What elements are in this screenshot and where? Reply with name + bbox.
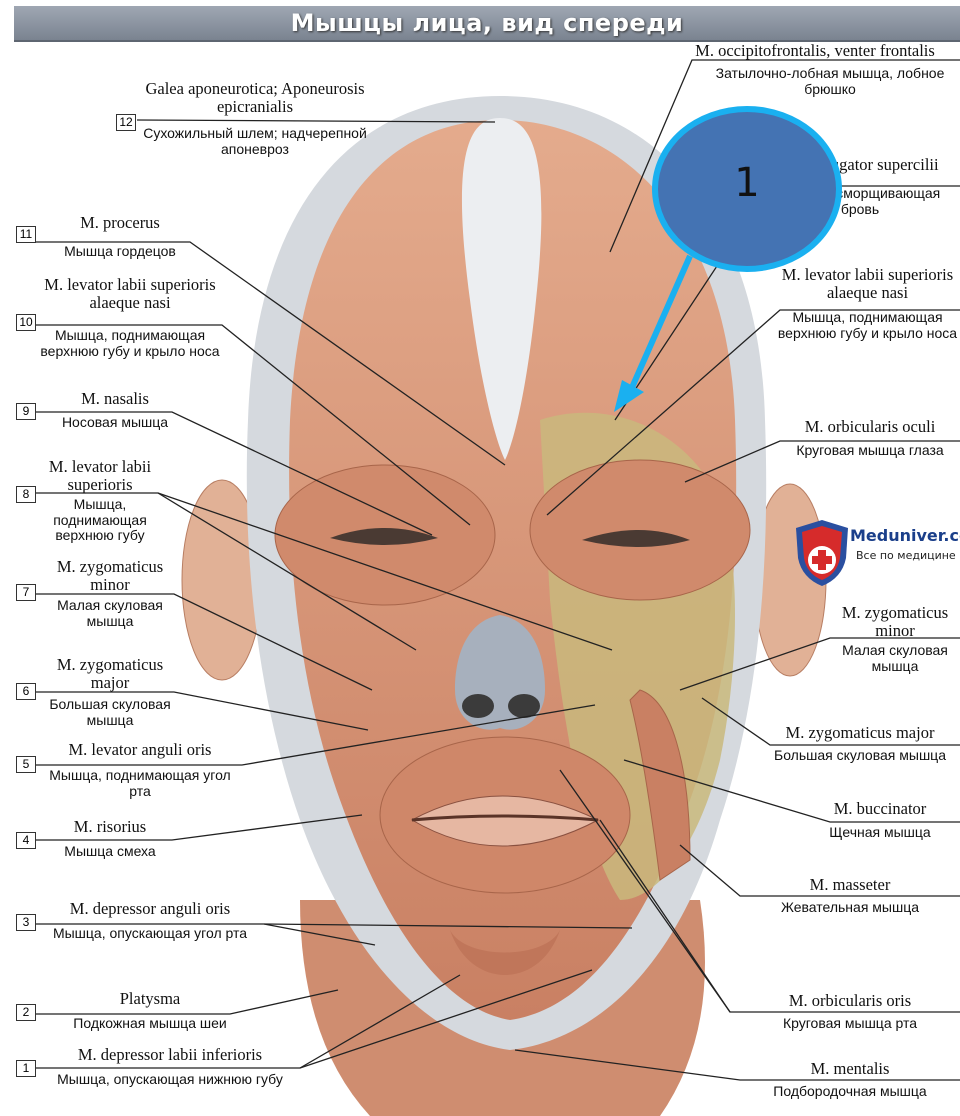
- callout-number: 1: [658, 160, 836, 206]
- callout-bubble: 1: [652, 106, 842, 272]
